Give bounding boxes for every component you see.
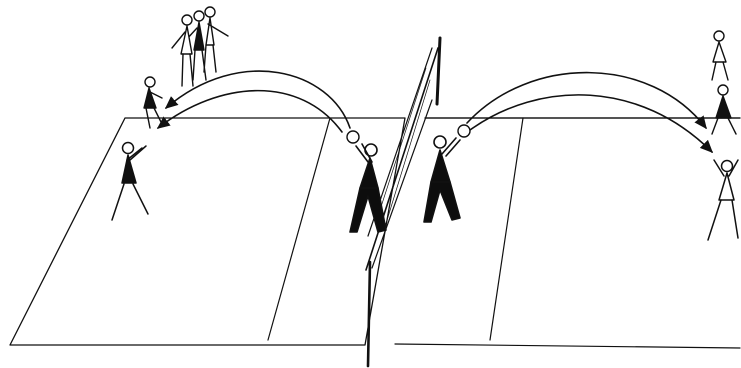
right-receiver	[707, 159, 739, 241]
waiting-player	[203, 6, 229, 73]
net-mesh-1	[379, 67, 427, 211]
left-court-outline	[9, 117, 406, 346]
waiting-player	[171, 14, 194, 87]
waiting-player	[711, 84, 737, 135]
left-receiver-upper	[143, 76, 163, 129]
right-arc-inner	[469, 94, 714, 154]
left-receiver-lower	[111, 141, 149, 221]
right-setter-at-net	[423, 135, 461, 223]
right-attack-line	[489, 117, 524, 341]
right-court-near-edge	[394, 343, 741, 349]
net-near-post	[366, 260, 372, 368]
net-top-band-outer	[365, 47, 439, 271]
ball-left	[346, 130, 360, 144]
waiting-player-group-left	[171, 6, 229, 87]
balls	[346, 124, 471, 144]
net-bottom-band	[371, 99, 433, 269]
net-far-post	[435, 36, 442, 106]
waiting-player-group-right	[711, 30, 737, 135]
waiting-player	[185, 10, 207, 81]
left-attack-line	[267, 117, 331, 341]
right-arc-outer	[466, 71, 707, 130]
ball-right	[457, 124, 471, 138]
court	[9, 117, 741, 349]
ball-trajectories	[156, 70, 714, 154]
net-mesh-2	[383, 79, 431, 231]
left-arc-outer	[164, 70, 351, 129]
left-setter-at-net	[349, 143, 387, 233]
waiting-player	[711, 30, 729, 81]
left-arc-inner	[156, 89, 343, 133]
